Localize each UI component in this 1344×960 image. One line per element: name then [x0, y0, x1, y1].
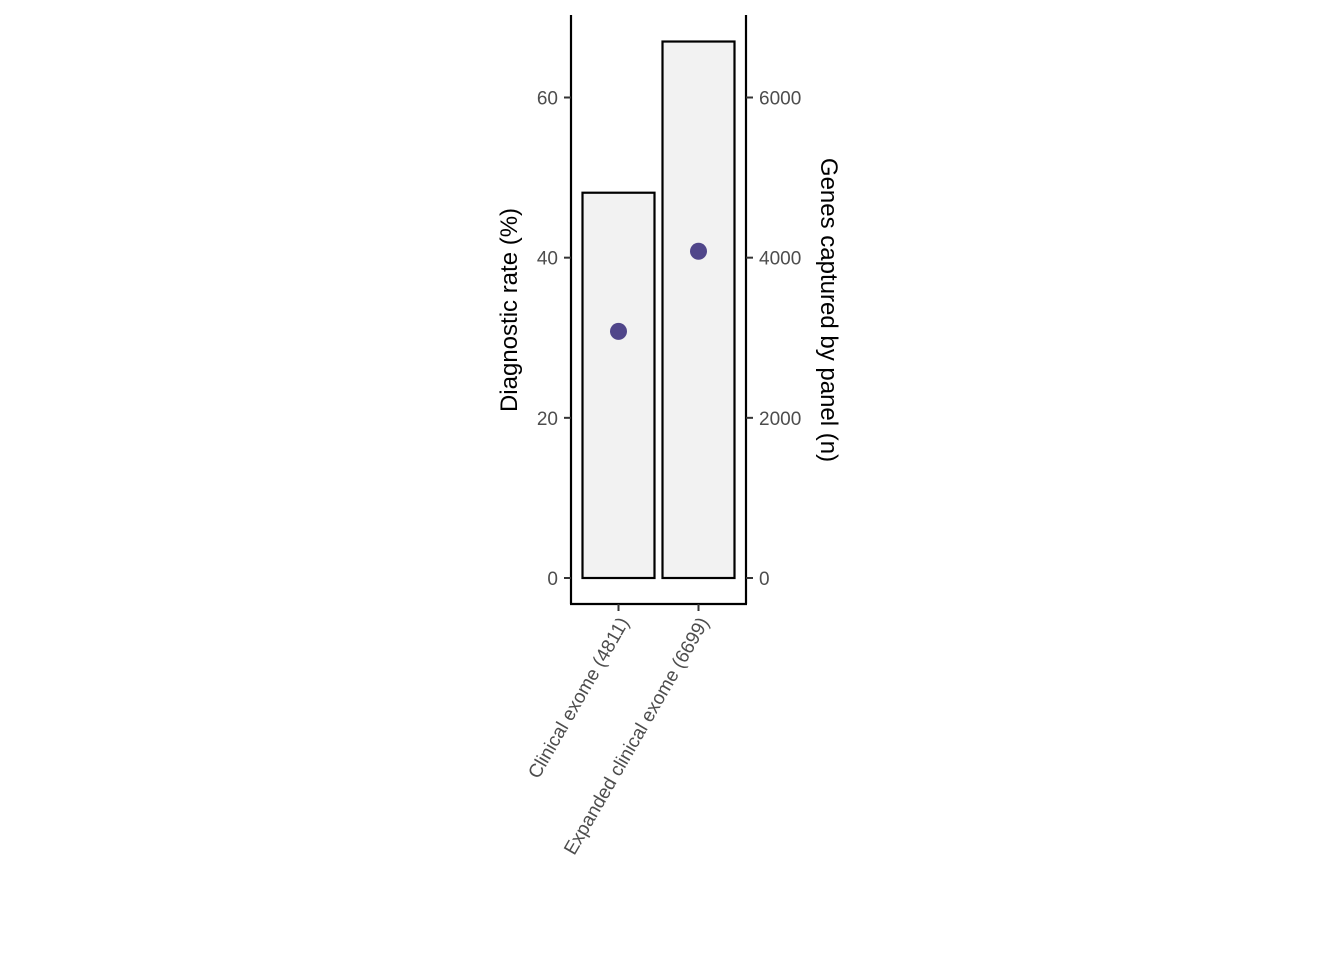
- y-tick-label: 0: [547, 569, 558, 590]
- y2-tick-label: 4000: [759, 249, 801, 270]
- bar: [581, 191, 656, 580]
- data-point: [610, 322, 627, 340]
- y2-tick-label: 6000: [759, 89, 801, 110]
- y2-tick-label: 2000: [759, 409, 801, 430]
- y2-axis-title: Genes captured by panel (n): [815, 158, 842, 462]
- point-layer: [610, 242, 707, 340]
- axes: [569, 15, 748, 606]
- bar-layer: [581, 40, 736, 580]
- bar: [661, 40, 736, 580]
- tick-layer: 0 20 40 60 0 2000 4000 6000: [537, 89, 801, 611]
- y-axis-title: Diagnostic rate (%): [496, 208, 523, 412]
- data-point: [690, 242, 707, 260]
- y-tick-label: 20: [537, 409, 558, 430]
- y2-tick-label: 0: [759, 569, 770, 590]
- y-tick-label: 40: [537, 249, 558, 270]
- category-labels: Clinical exome (4811)Expanded clinical e…: [524, 614, 713, 859]
- y-tick-label: 60: [537, 89, 558, 110]
- x-tick-label: Expanded clinical exome (6699): [560, 614, 713, 859]
